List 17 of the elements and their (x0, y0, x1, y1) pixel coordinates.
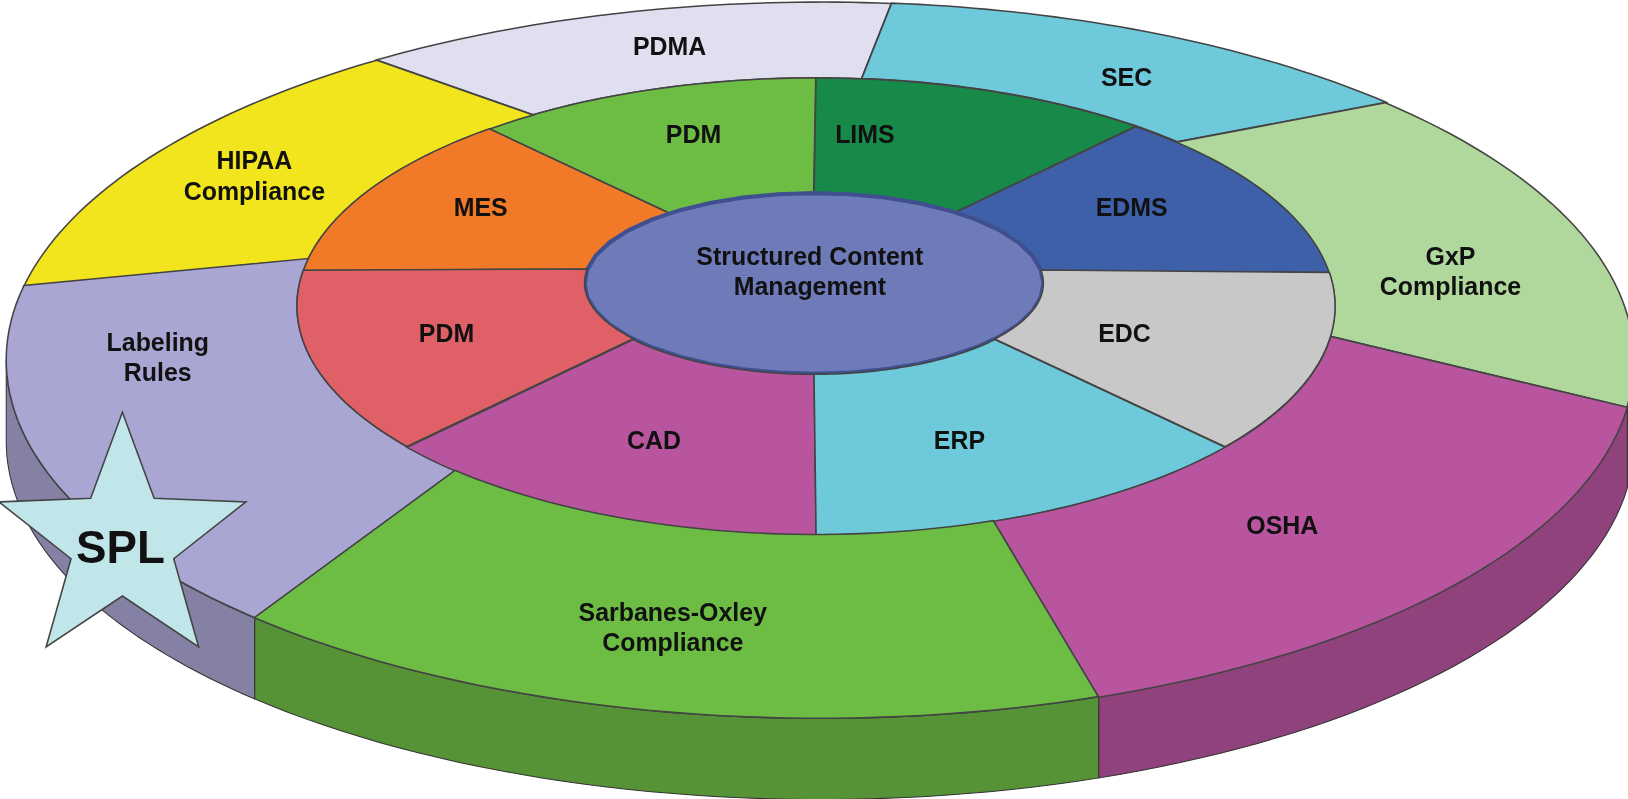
segment-label: HIPAA Compliance (182, 146, 326, 207)
segment-label: PDM (665, 120, 722, 150)
segment-label: GxP Compliance (1378, 242, 1523, 302)
segment-label: PDMA (633, 31, 707, 62)
segment-label: Structured Content Management (695, 242, 925, 302)
segment-label: PDM (418, 319, 475, 350)
segment-label: ERP (933, 426, 985, 457)
segment-label: EDMS (1095, 192, 1168, 223)
segment-label: SEC (1100, 62, 1153, 93)
segment-label: EDC (1098, 319, 1151, 350)
segment-label: SPL (76, 520, 165, 575)
segment-label: Labeling Rules (105, 328, 210, 389)
segment-label: CAD (627, 426, 682, 457)
segment-label: LIMS (835, 120, 895, 150)
segment-label: OSHA (1246, 511, 1319, 542)
segment-label: Sarbanes-Oxley Compliance (577, 598, 768, 659)
segment-label: MES (453, 192, 508, 223)
